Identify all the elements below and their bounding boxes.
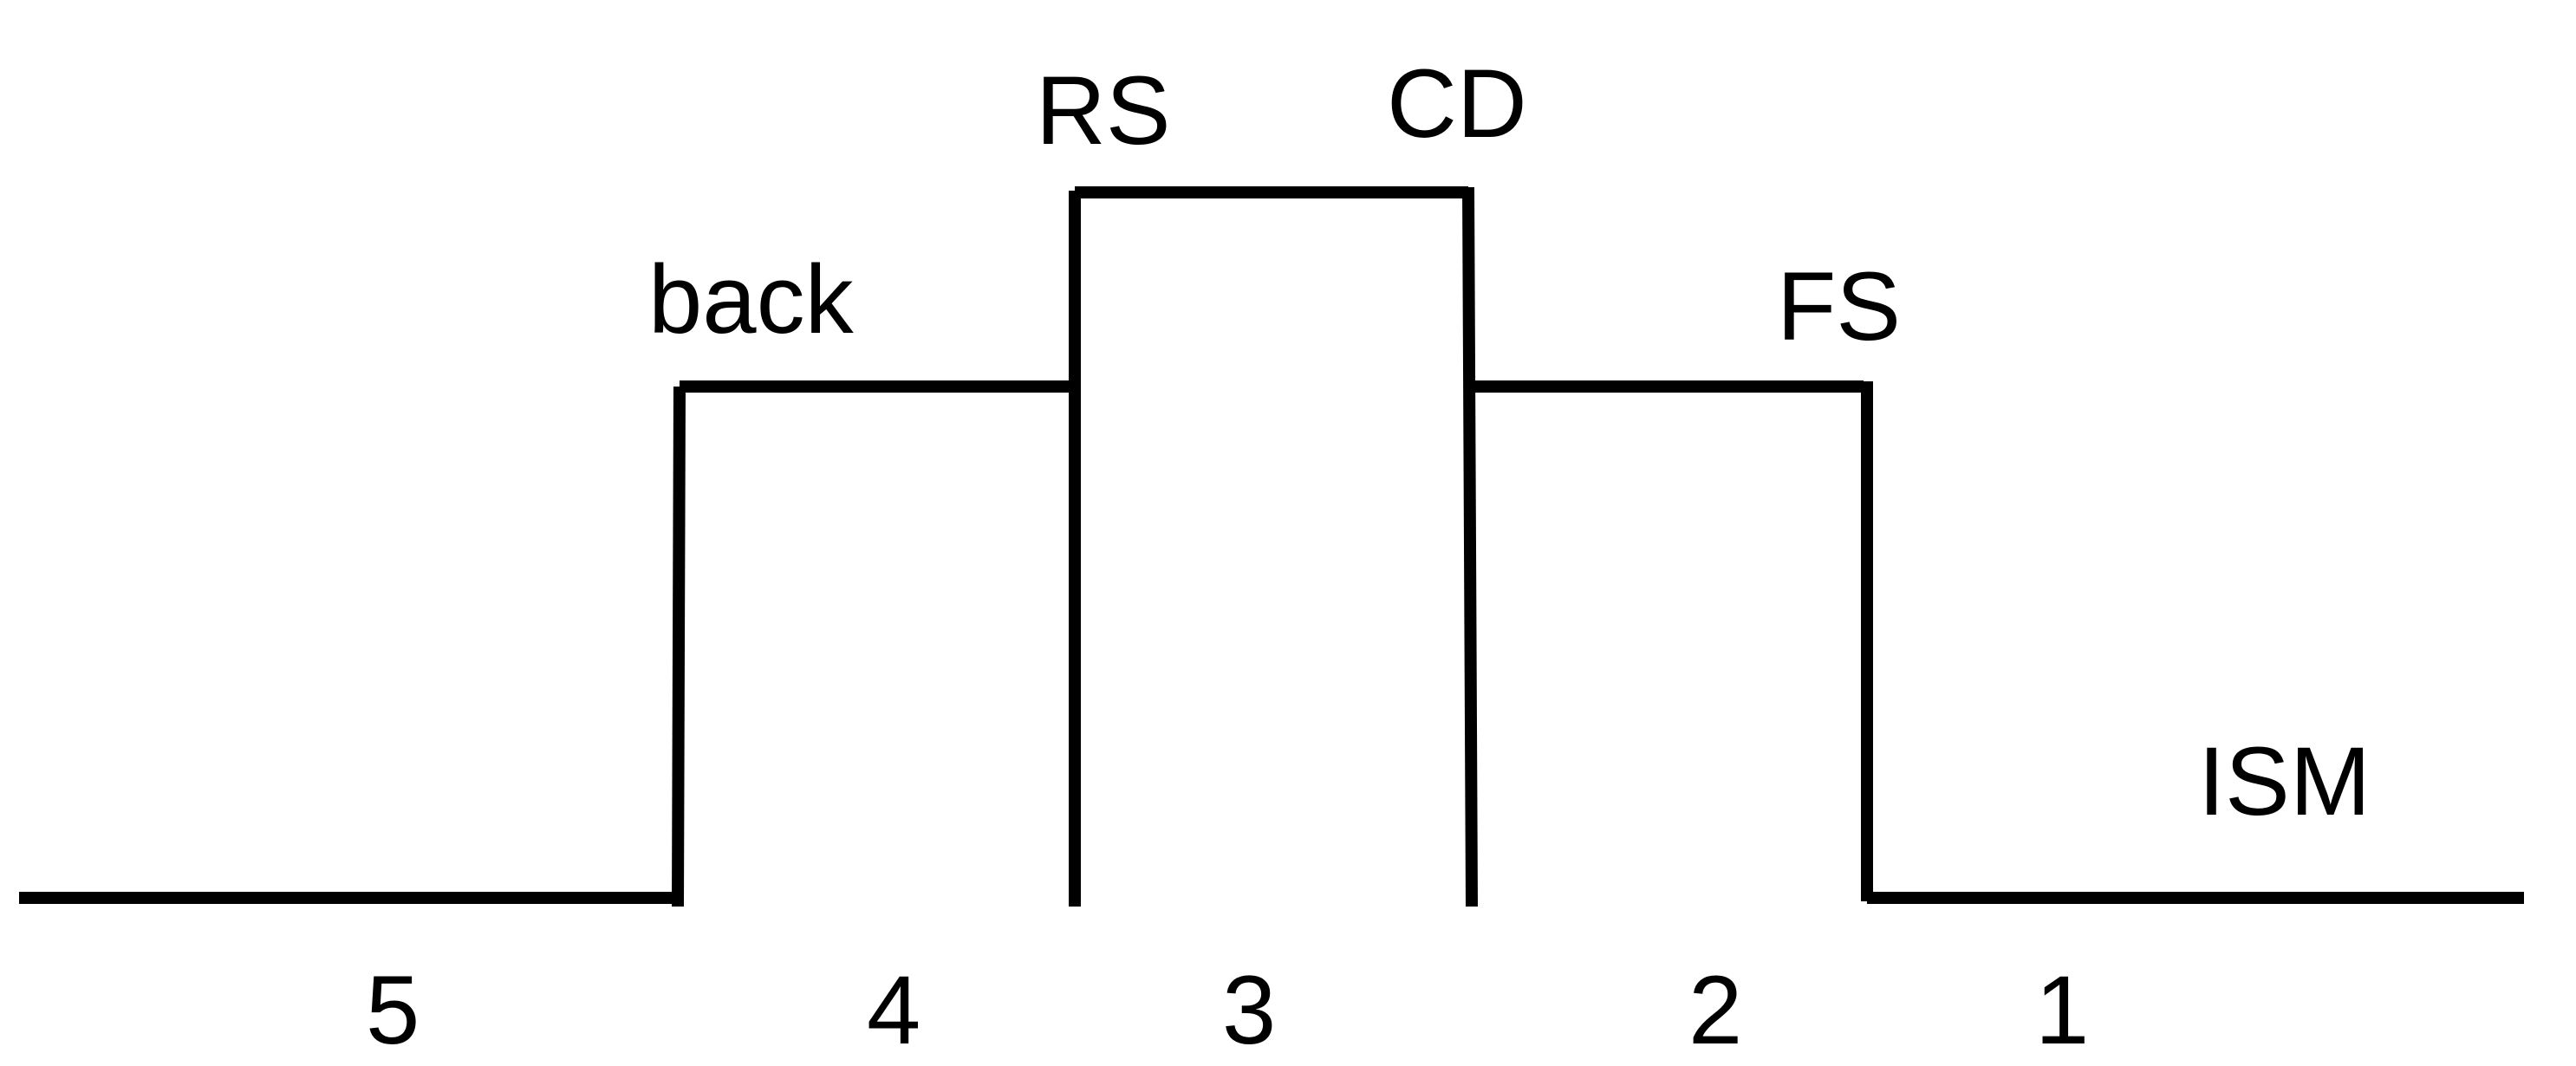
label-fs: FS	[1777, 252, 1901, 361]
cd-edge	[1462, 186, 1478, 907]
zone-number-4: 4	[867, 956, 920, 1064]
label-ism: ISM	[2198, 727, 2371, 835]
zone-number-3: 3	[1222, 956, 1276, 1064]
label-rs: RS	[1036, 56, 1171, 165]
zone-number-5: 5	[366, 956, 420, 1064]
step-up-left	[672, 386, 686, 907]
label-cd: CD	[1387, 49, 1527, 158]
profile-line	[19, 186, 2524, 907]
label-back: back	[648, 245, 855, 354]
zone-number-1: 1	[2035, 956, 2089, 1064]
zone-number-2: 2	[1688, 956, 1742, 1064]
